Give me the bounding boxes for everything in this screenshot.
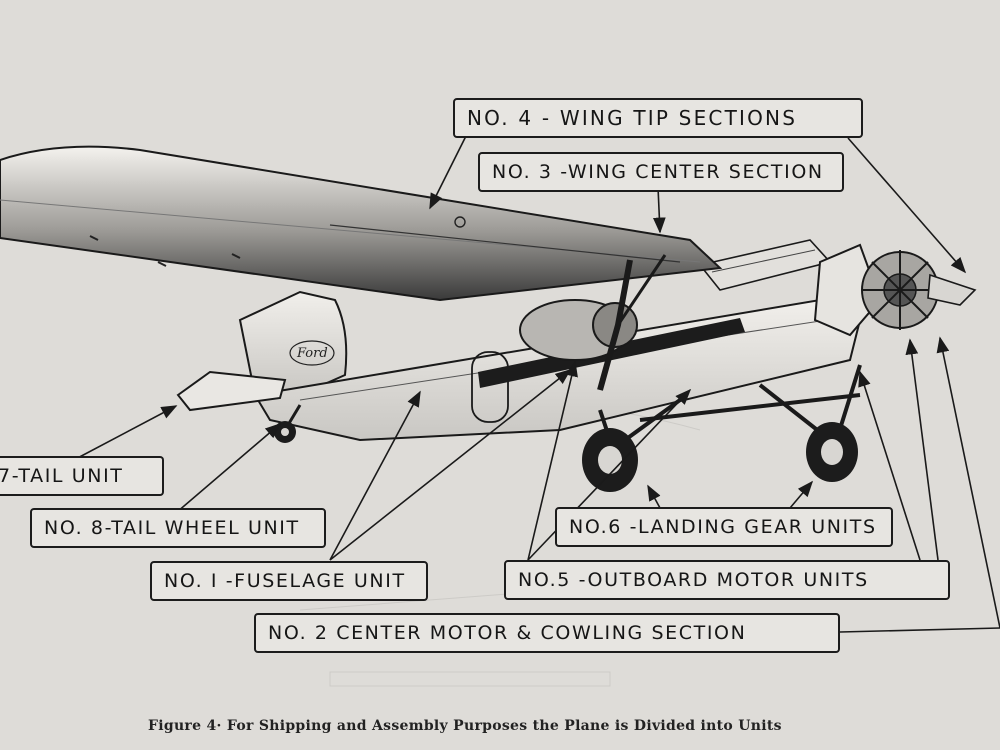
- figure-caption: Figure 4· For Shipping and Assembly Purp…: [148, 718, 782, 734]
- aileron-tabs: [89, 235, 241, 267]
- cockpit: [698, 239, 832, 291]
- ford-logo: Ford: [289, 340, 335, 366]
- label-tail-wheel-unit: NO. 8-TAIL WHEEL UNIT: [30, 508, 326, 548]
- fuselage-door: [471, 351, 509, 423]
- label-wing-tip-sections: NO. 4 - WING TIP SECTIONS: [453, 98, 863, 138]
- wing: [0, 145, 723, 302]
- outboard-motor: [519, 254, 667, 391]
- label-center-motor-cowling-section: NO. 2 CENTER MOTOR & COWLING SECTION: [254, 613, 840, 653]
- leader-center-motor: [839, 627, 1000, 633]
- label-outboard-motor-units: NO.5 -OUTBOARD MOTOR UNITS: [504, 560, 950, 600]
- label-tail-unit: 7-TAIL UNIT: [0, 456, 164, 496]
- label-fuselage-unit: NO. I -FUSELAGE UNIT: [150, 561, 428, 601]
- center-motor: [813, 243, 977, 337]
- leader-lines: [69, 135, 1000, 629]
- label-landing-gear-units: NO.6 -LANDING GEAR UNITS: [555, 507, 893, 547]
- svg-text:Ford: Ford: [296, 346, 328, 361]
- horizontal-stabilizer: [176, 370, 287, 412]
- label-wing-center-section: NO. 3 -WING CENTER SECTION: [478, 152, 844, 192]
